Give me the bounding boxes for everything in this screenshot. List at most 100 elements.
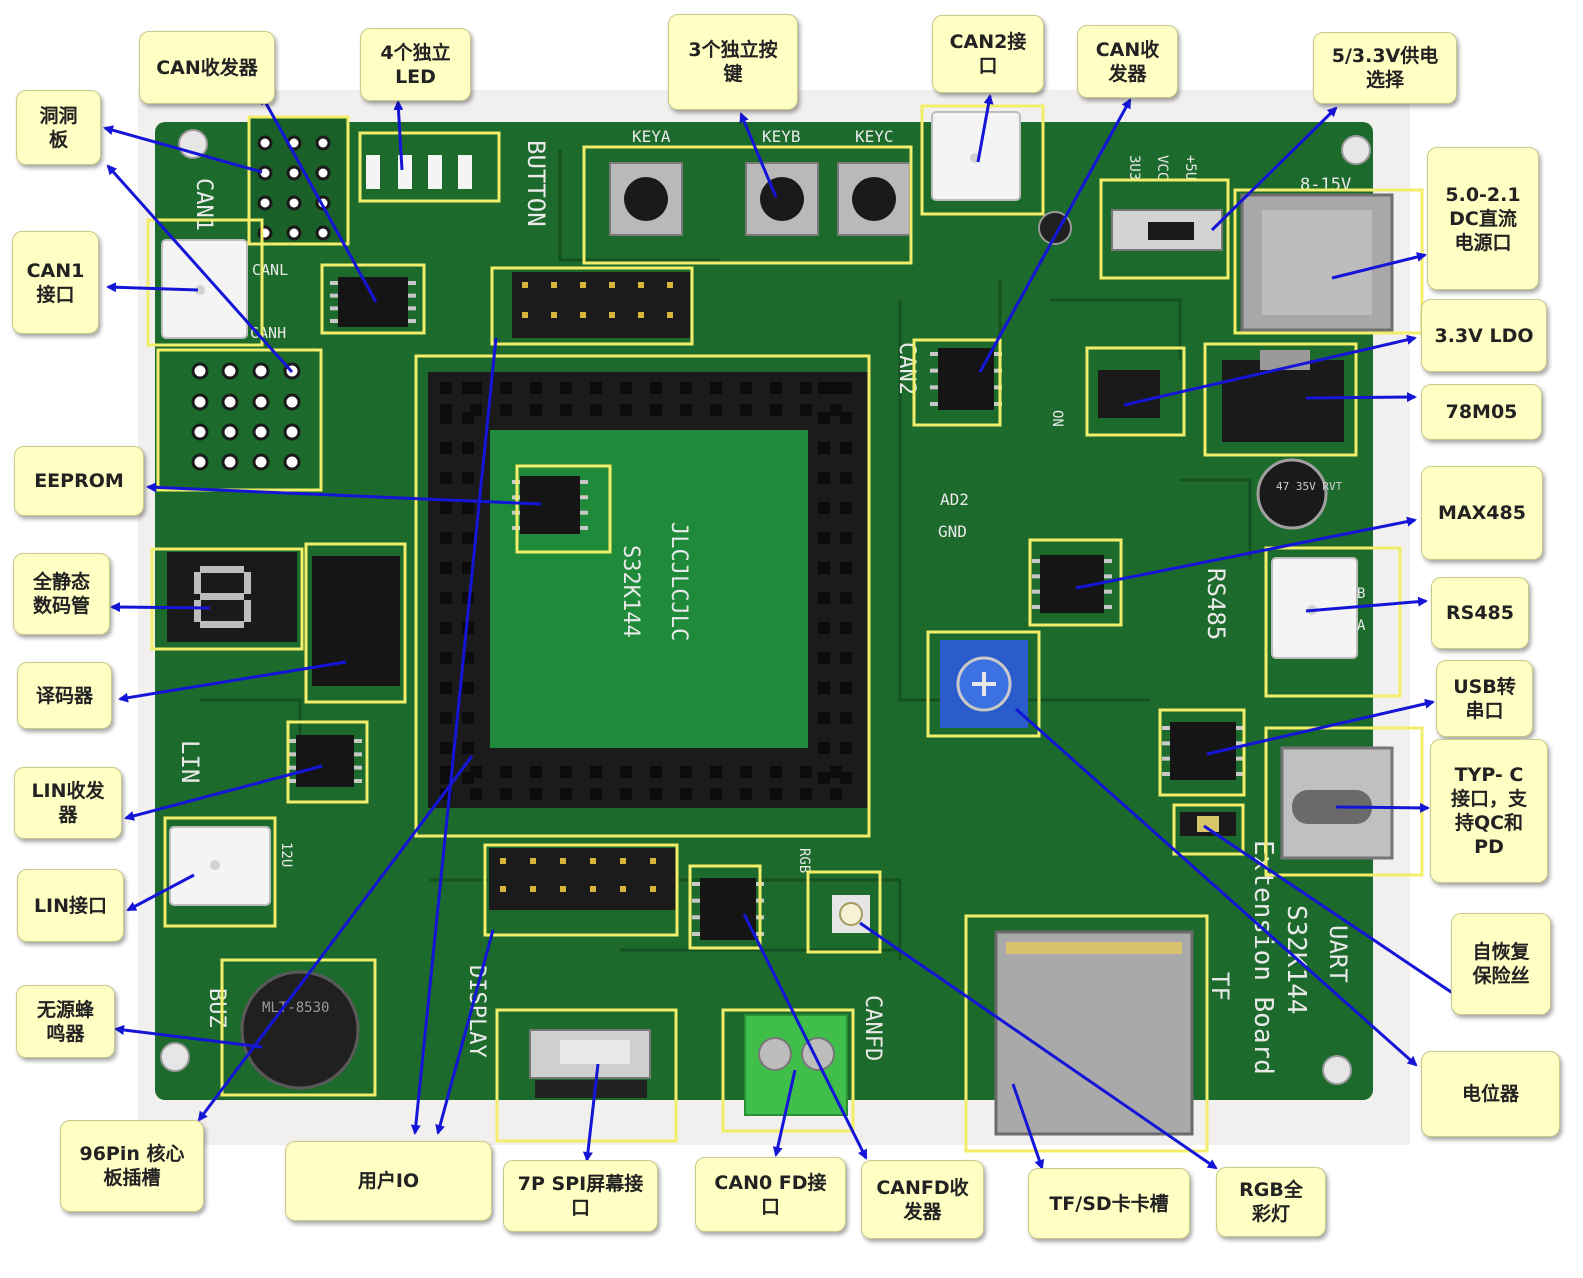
socket-hole [440, 532, 452, 544]
callout-ldo: 3.3V LDO [1421, 299, 1547, 372]
socket-hole [710, 382, 722, 394]
callout-usb-uart: USB转 串口 [1436, 660, 1533, 737]
ic-leg [1032, 574, 1040, 579]
electrolytic-capacitor [1256, 458, 1328, 530]
header-pin [620, 886, 626, 892]
terminal-block [744, 1014, 848, 1116]
header-pin [522, 312, 528, 318]
socket-hole [680, 766, 692, 778]
ic-leg [1104, 574, 1112, 579]
silk-tf: TF [1206, 972, 1234, 1001]
socket-hole [590, 382, 602, 394]
callout-dc-jack: 5.0-2.1 DC直流 电源口 [1427, 147, 1539, 290]
silk-on: ON [1049, 410, 1065, 427]
callout-can-transceiver-left: CAN收发器 [139, 31, 275, 104]
ic-leg [330, 319, 338, 323]
ic-leg [288, 739, 296, 743]
socket-hole [800, 382, 812, 394]
socket-hole [830, 382, 842, 394]
socket-hole [818, 472, 830, 484]
socket-hole [462, 682, 474, 694]
header-pin [522, 282, 528, 288]
socket-hole [462, 742, 474, 754]
header-pin [609, 312, 615, 318]
ic-leg [354, 739, 362, 743]
tf-card-slot [994, 930, 1194, 1136]
ic-leg [692, 932, 700, 936]
silk-8-15v: 8-15V [1300, 175, 1351, 195]
ic-leg [1032, 589, 1040, 594]
header-pin [638, 282, 644, 288]
header-pin [609, 282, 615, 288]
socket-hole [840, 622, 852, 634]
callout-spi-screen: 7P SPI屏幕接 口 [503, 1160, 658, 1232]
silk-button: BUTTON [522, 140, 550, 227]
socket-hole [818, 682, 830, 694]
socket-hole [818, 382, 830, 394]
socket-hole [770, 788, 782, 800]
socket-hole [818, 742, 830, 754]
socket-hole [650, 788, 662, 800]
callout-rgb-led: RGB全 彩灯 [1216, 1167, 1326, 1237]
callout-canfd-transceiver: CANFD收 发器 [861, 1160, 984, 1239]
silk-canfd: CANFD [860, 995, 885, 1061]
silk-buzzer-mark: MLT-8530 [262, 1000, 329, 1016]
socket-hole [830, 788, 842, 800]
socket-hole [740, 766, 752, 778]
callout-user-io: 用户IO [285, 1141, 492, 1221]
socket-hole [620, 766, 632, 778]
socket-hole [440, 622, 452, 634]
socket-hole [500, 788, 512, 800]
socket-hole [440, 412, 452, 424]
socket-hole [800, 766, 812, 778]
ic-leg [580, 495, 588, 500]
callout-lin-port: LIN接口 [17, 869, 124, 942]
callout-can0-fd: CAN0 FD接 口 [695, 1157, 846, 1232]
callout-max485: MAX485 [1421, 466, 1543, 560]
callout-tf-slot: TF/SD卡卡槽 [1028, 1168, 1190, 1239]
socket-hole [462, 472, 474, 484]
socket-hole [710, 766, 722, 778]
ic-chips [296, 277, 1236, 940]
callout-78m05: 78M05 [1421, 384, 1542, 440]
ic-leg [1162, 741, 1170, 746]
callout-core-socket: 96Pin 核心 板插槽 [60, 1120, 204, 1212]
silk-a: A [1357, 618, 1366, 634]
socket-hole [560, 766, 572, 778]
socket-hole [680, 404, 692, 416]
socket-hole [840, 772, 852, 784]
socket-hole [830, 766, 842, 778]
silk-lin: LIN [176, 740, 204, 783]
socket-hole [440, 772, 452, 784]
socket-hole [818, 622, 830, 634]
buzzer [240, 970, 360, 1090]
socket-hole [462, 532, 474, 544]
silk-display: DISPLAY [464, 965, 489, 1058]
ic-leg [288, 779, 296, 783]
ic-leg [288, 765, 296, 770]
socket-hole [740, 788, 752, 800]
socket-hole [710, 404, 722, 416]
socket-hole [590, 766, 602, 778]
silk-can1: CAN1 [191, 178, 216, 231]
ic-leg [1104, 589, 1112, 594]
ic-leg [354, 752, 362, 757]
socket-hole [470, 788, 482, 800]
socket-hole [770, 404, 782, 416]
socket-hole [440, 442, 452, 454]
header-pin [560, 886, 566, 892]
socket-hole [530, 766, 542, 778]
socket-hole [840, 532, 852, 544]
ic-leg [330, 306, 338, 311]
socket-hole [840, 652, 852, 664]
callout-can2-port: CAN2接 口 [932, 15, 1044, 93]
header-pin [590, 858, 596, 864]
socket-hole [590, 404, 602, 416]
socket-hole [818, 412, 830, 424]
socket-hole [620, 788, 632, 800]
pin-headers [489, 272, 690, 910]
socket-hole [840, 472, 852, 484]
header-pin [620, 858, 626, 864]
header-pin [667, 312, 673, 318]
